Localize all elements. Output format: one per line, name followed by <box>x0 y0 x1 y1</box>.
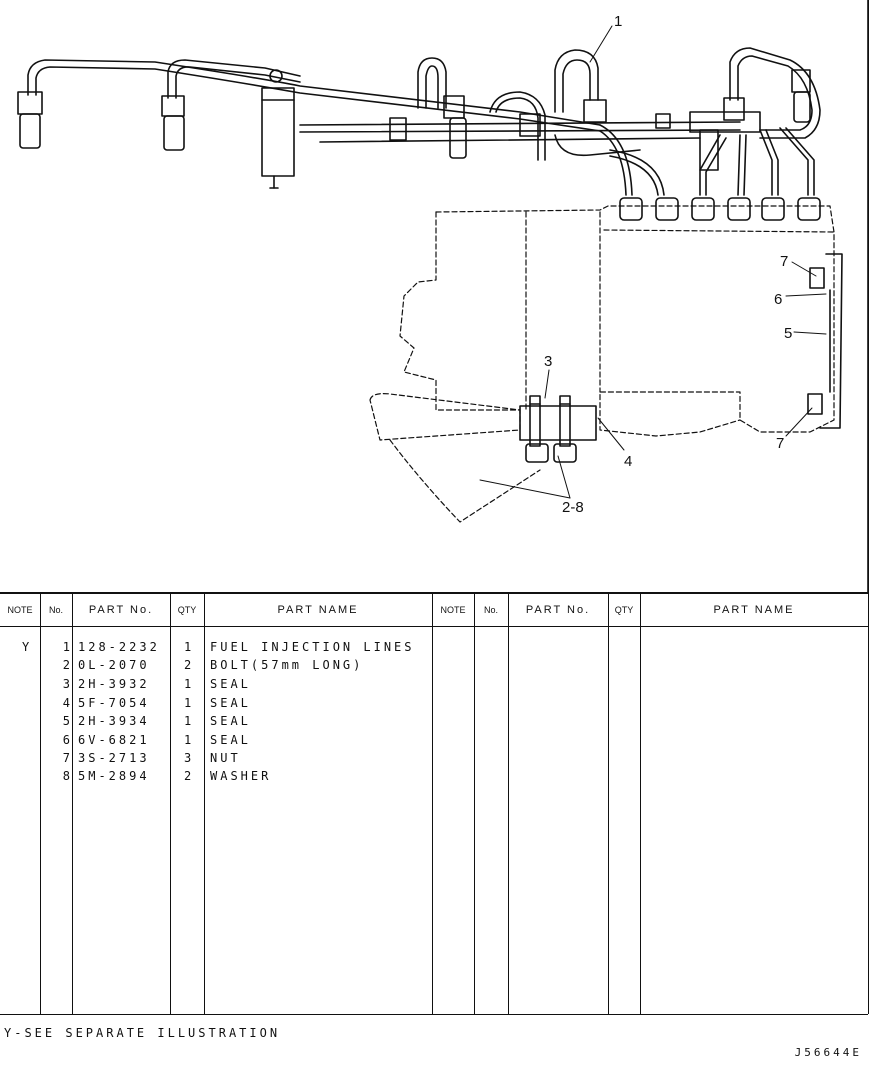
header-qty: QTY <box>177 605 197 615</box>
fuel-injection-lines-drawing <box>17 47 821 221</box>
header-no: No. <box>48 605 63 615</box>
header-rule <box>0 626 868 627</box>
table-bottom-rule <box>0 1014 868 1015</box>
footnote: Y-SEE SEPARATE ILLUSTRATION <box>4 1026 281 1040</box>
row-qty: 1 <box>184 677 195 691</box>
row-no: 2 <box>62 658 70 672</box>
drawing-id: J56644E <box>794 1046 862 1059</box>
row-qty: 2 <box>184 658 195 672</box>
callout-3: 3 <box>544 353 552 370</box>
table-divider <box>72 592 73 1014</box>
table-divider <box>608 592 609 1014</box>
row-part-no: 5M-2894 <box>78 769 150 783</box>
row-part-no: 2H-3932 <box>78 677 150 691</box>
callout-6: 6 <box>774 291 782 308</box>
row-part-name: SEAL <box>210 696 251 710</box>
row-part-no: 0L-2070 <box>78 658 150 672</box>
row-part-name: WASHER <box>210 769 272 783</box>
callout-5: 5 <box>784 325 792 342</box>
header-part-name: PART NAME <box>277 604 359 616</box>
row-part-no: 6V-6821 <box>78 733 150 747</box>
row-no: 6 <box>62 733 70 747</box>
row-no: 7 <box>62 751 70 765</box>
table-divider <box>432 592 433 1014</box>
row-qty: 3 <box>184 751 195 765</box>
callout-7-top: 7 <box>780 253 788 270</box>
callout-1: 1 <box>614 13 622 30</box>
row-no: 4 <box>62 696 70 710</box>
table-divider <box>508 592 509 1014</box>
header-no-2: No. <box>483 605 498 615</box>
row-part-name: SEAL <box>210 714 251 728</box>
header-note: NOTE <box>7 605 33 615</box>
row-qty: 1 <box>184 696 195 710</box>
engine-outline-drawing <box>369 205 835 523</box>
row-part-name: NUT <box>210 751 241 765</box>
table-divider <box>40 592 41 1014</box>
header-qty-2: QTY <box>614 605 634 615</box>
header-part-name-2: PART NAME <box>713 604 795 616</box>
row-part-no: 128-2232 <box>78 640 160 654</box>
callout-7-bottom: 7 <box>776 435 784 452</box>
table-divider <box>474 592 475 1014</box>
callout-2-8: 2-8 <box>562 499 584 516</box>
row-qty: 1 <box>184 733 195 747</box>
row-no: 3 <box>62 677 70 691</box>
row-part-no: 2H-3934 <box>78 714 150 728</box>
header-part-no: PART No. <box>88 604 154 616</box>
header-note-2: NOTE <box>440 605 466 615</box>
parts-illustration: 1 3 4 5 6 7 7 2-8 <box>17 0 869 592</box>
row-no: 5 <box>62 714 70 728</box>
callout-4: 4 <box>624 453 632 470</box>
page-right-rule <box>868 0 869 1014</box>
row-part-name: SEAL <box>210 733 251 747</box>
parts-table: NOTE No. PART No. QTY PART NAME NOTE No.… <box>0 592 868 1014</box>
row-part-name: FUEL INJECTION LINES <box>210 640 415 654</box>
row-no: 1 <box>62 640 70 654</box>
row-note: Y <box>22 640 33 654</box>
table-divider <box>170 592 171 1014</box>
row-part-no: 5F-7054 <box>78 696 150 710</box>
header-part-no-2: PART No. <box>525 604 591 616</box>
table-top-rule <box>0 592 868 594</box>
row-qty: 1 <box>184 714 195 728</box>
row-qty: 1 <box>184 640 195 654</box>
row-no: 8 <box>62 769 70 783</box>
row-part-no: 3S-2713 <box>78 751 150 765</box>
row-qty: 2 <box>184 769 195 783</box>
cover-plate-drawing <box>807 253 843 429</box>
row-part-name: SEAL <box>210 677 251 691</box>
table-divider <box>640 592 641 1014</box>
bolt-assembly-drawing <box>519 395 597 463</box>
row-part-name: BOLT(57mm LONG) <box>210 658 364 672</box>
table-divider <box>204 592 205 1014</box>
